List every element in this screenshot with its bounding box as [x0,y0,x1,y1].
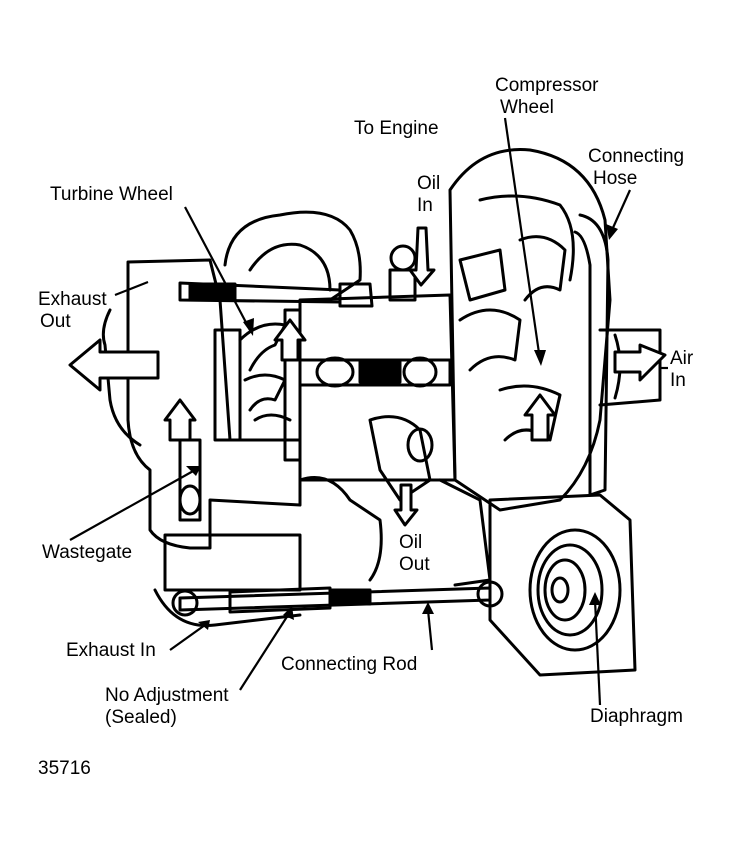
label-oil-in-line1: Oil [417,173,441,194]
arrow-wastegate [186,466,201,476]
turbine-housing [126,258,302,550]
arrow-connecting-rod [422,602,434,614]
label-exhaust-out-line1: Exhaust [38,289,107,310]
connecting-rod [178,586,492,612]
leader-diaphragm [593,599,602,706]
shaft-bearing-right [402,356,438,388]
arrow-connecting-hose [606,224,618,240]
compressor-blade-4 [518,235,567,302]
compressor-housing [448,148,612,512]
leader-exhaust-out [114,280,149,297]
label-oil-out-line1: Oil [399,532,423,553]
diaphragm-center [550,576,570,604]
turbine-volute-inner [248,242,332,292]
turbine-blade-3 [253,413,292,422]
leader-exhaust-in [169,624,206,651]
leader-compressor-wheel [503,117,542,361]
oil-out-arrow [393,483,419,527]
label-exhaust-out-line2: Out [40,311,71,332]
compressor-blade-3 [498,384,562,442]
leader-turbine-wheel [184,206,251,331]
arrow-no-adjustment [283,606,294,620]
actuator-bracket [488,493,637,677]
rod-end-right [476,580,504,608]
leader-connecting-rod [426,609,434,651]
label-exhaust-in: Exhaust In [66,640,156,661]
compressor-blade-1 [458,248,507,302]
shaft-bearing-left [315,356,355,388]
leader-wastegate [69,469,196,541]
label-connecting-rod: Connecting Rod [281,654,418,675]
label-diaphragm: Diaphragm [590,706,683,727]
compressor-blade-2 [458,308,522,372]
oil-drain-port [406,427,434,463]
rod-adjuster [228,586,332,614]
compressor-flow-arrow [523,393,557,442]
turbine-blade-2 [243,373,287,412]
leader-connecting-hose [610,189,632,231]
oil-in-arrow [408,226,436,287]
lower-housing [298,476,383,582]
arrow-compressor-wheel [534,350,546,366]
label-no-adjustment-line2: (Sealed) [105,707,177,728]
label-oil-out-line2: Out [399,554,430,575]
arrow-diaphragm [589,592,601,605]
label-compressor-wheel-line2: Wheel [500,97,554,118]
connecting-hose [573,213,610,497]
label-air-in-line1: Air [670,348,694,369]
turbine-flow-arrow-2 [273,318,307,362]
label-connecting-hose-line1: Connecting [588,146,685,167]
label-oil-in-line2: In [417,195,433,216]
diaphragm-ring-1 [536,543,604,637]
figure-number: 35716 [38,758,91,779]
turbine-flange [213,328,242,442]
arrow-exhaust-in [198,620,210,630]
exhaust-in-flange [153,588,302,628]
label-connecting-hose-line2: Hose [593,168,638,189]
shaft-ridges [358,360,402,384]
wastegate-stem [178,438,202,522]
rod-threads [328,588,372,606]
rod-end-left [171,589,199,617]
top-bolt-head [338,282,374,308]
air-in-arrow [613,343,667,382]
arrow-turbine-wheel [243,318,254,336]
oil-inlet-body [388,268,417,302]
label-to-engine: To Engine [354,118,439,139]
compressor-scroll [478,194,575,282]
label-compressor-wheel-line1: Compressor [495,75,599,96]
label-no-adjustment-line1: No Adjustment [105,685,229,706]
shaft [298,358,452,387]
leader-no-adjustment [239,611,291,691]
label-air-in-line2: In [670,370,686,391]
turbine-volute-top [223,210,362,302]
compressor-inlet [598,328,662,407]
label-wastegate: Wastegate [42,542,133,563]
label-turbine-wheel: Turbine Wheel [50,184,173,205]
diaphragm-ring-2 [543,558,587,622]
top-bolt-threads [188,282,237,302]
exhaust-out-arrow [68,338,160,392]
lower-bracket [438,478,492,587]
diaphragm-outer [528,528,622,652]
